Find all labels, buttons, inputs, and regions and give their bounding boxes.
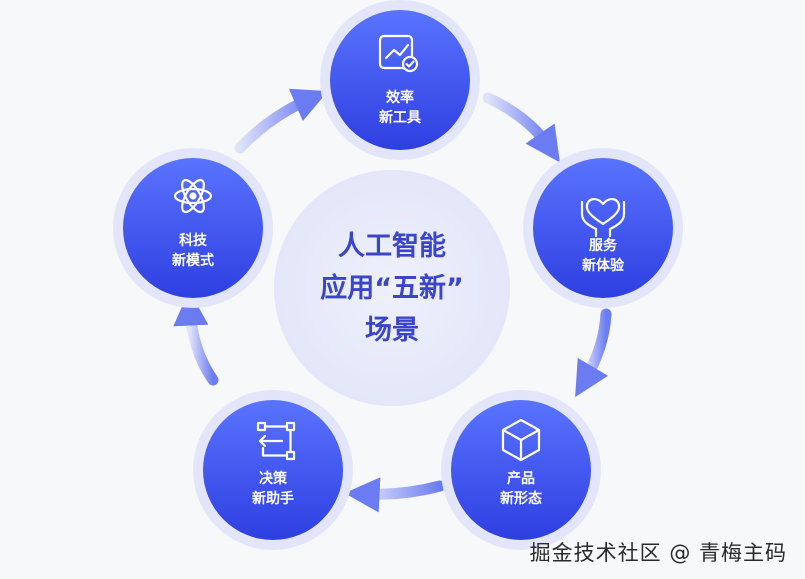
arrow-service-to-product <box>575 308 612 398</box>
node-product-label-1: 产品 <box>507 470 535 487</box>
arrow-decision-to-tech <box>173 290 219 386</box>
node-decision: 决策 新助手 <box>193 390 353 550</box>
center-title-line-3: 场景 <box>365 315 419 346</box>
chart-check-icon <box>378 34 419 73</box>
center-title-line-1: 人工智能 <box>338 230 446 262</box>
node-decision-label-2: 新助手 <box>252 490 294 507</box>
node-tech-label-1: 科技 <box>179 232 208 249</box>
center-circle <box>274 170 510 406</box>
arrow-tech-to-efficiency <box>234 88 329 154</box>
arrow-product-to-decision <box>344 477 446 513</box>
node-efficiency-label-2: 新工具 <box>379 109 421 126</box>
cycle-arrows <box>173 88 612 513</box>
arrow-efficiency-to-service <box>482 92 560 163</box>
node-efficiency: 效率 新工具 <box>320 0 480 160</box>
node-decision-label-1: 决策 <box>259 470 288 487</box>
node-tech: 科技 新模式 <box>113 148 273 308</box>
node-service-label-2: 新体验 <box>582 257 625 274</box>
watermark: 掘金技术社区 @ 青梅主码 <box>529 541 787 565</box>
node-product: 产品 新形态 <box>441 390 601 550</box>
node-tech-label-2: 新模式 <box>172 252 214 269</box>
heart-hands-icon <box>580 198 626 238</box>
cube-icon <box>501 418 541 462</box>
node-product-label-2: 新形态 <box>500 490 542 507</box>
node-service-label-1: 服务 <box>589 237 618 254</box>
node-efficiency-label-1: 效率 <box>386 89 414 106</box>
flow-diagram-icon <box>256 421 296 461</box>
node-service: 服务 新体验 <box>523 148 683 308</box>
atom-icon <box>173 178 213 214</box>
center-title-line-2: 应用“五新” <box>320 272 464 304</box>
